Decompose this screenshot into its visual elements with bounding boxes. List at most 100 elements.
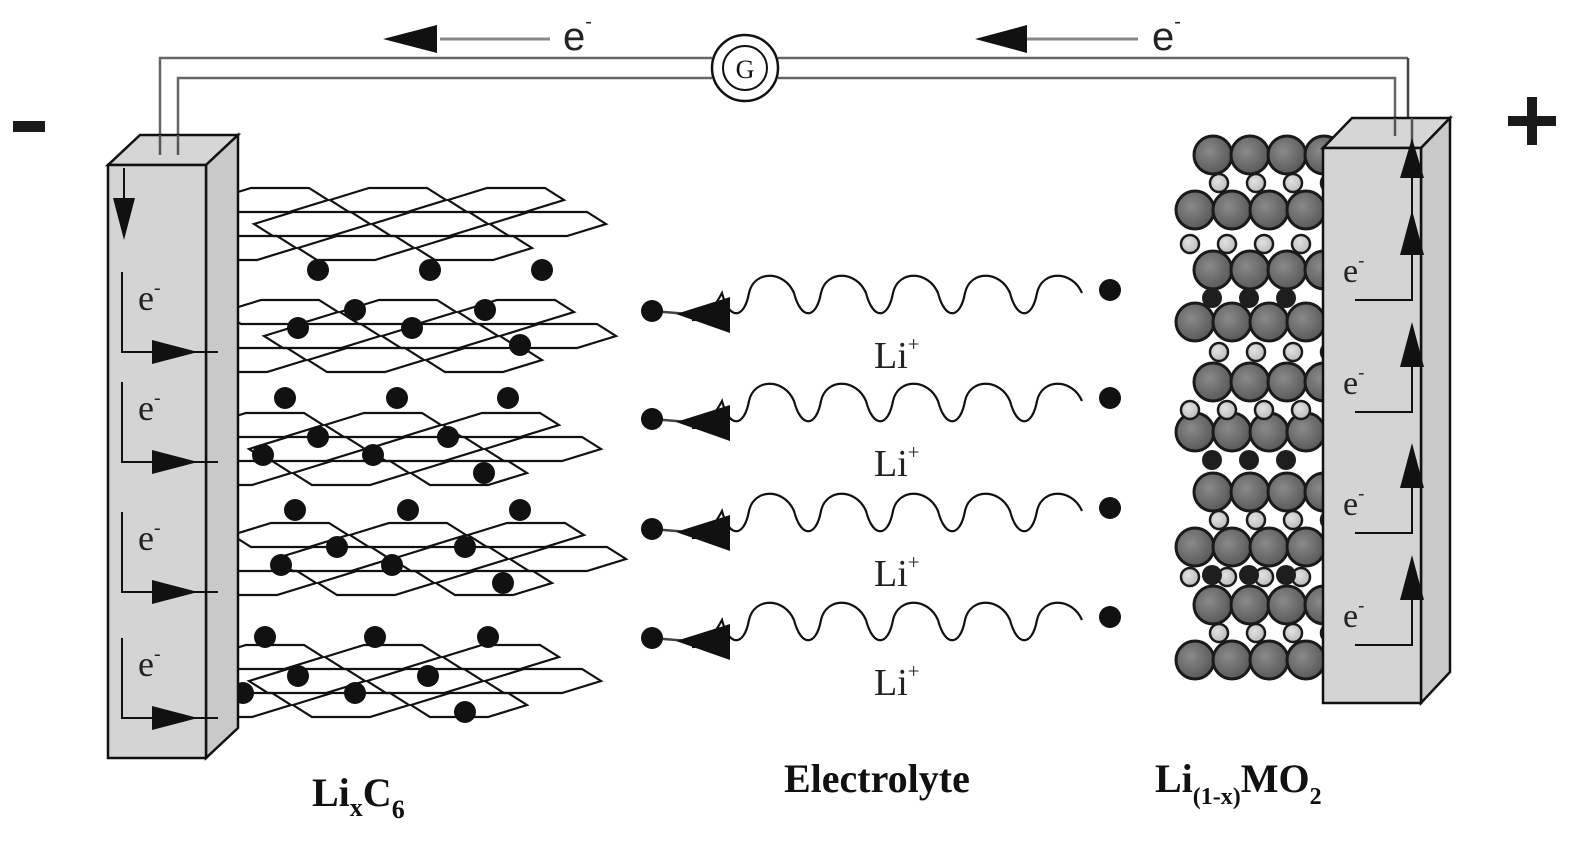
electron-flow-arrowhead (383, 25, 437, 53)
lithium-atom (1245, 341, 1267, 363)
lithium-atom (1282, 172, 1304, 194)
graphene-hexagon (440, 411, 562, 439)
lithium-ion (477, 626, 499, 648)
lithium-atom (1245, 622, 1267, 644)
graphene-hexagon (482, 435, 604, 463)
lithium-ion (454, 536, 476, 558)
graphene-hexagon (482, 667, 604, 695)
lithium-atom (1179, 233, 1201, 255)
oxygen-atom (1174, 526, 1216, 568)
graphene-hexagon (445, 186, 567, 214)
anode-label: LixC6 (312, 770, 405, 824)
collector-side-face (1419, 114, 1452, 707)
lithium-ion (307, 259, 329, 281)
oxygen-atom (1229, 584, 1271, 626)
electron-label: e- (138, 643, 161, 684)
lithium-ion (454, 701, 476, 723)
wavy-ion-trajectory (691, 492, 1084, 540)
lithium-atom (1282, 622, 1304, 644)
metal-atom (1276, 450, 1296, 470)
oxygen-atom (1229, 134, 1271, 176)
li-ion-path: Li+ (641, 492, 1121, 595)
lithium-ion (307, 426, 329, 448)
lithium-ion (344, 299, 366, 321)
metal-atom (1276, 565, 1296, 585)
anode-graphite-layers (172, 186, 629, 723)
graphene-hexagon (322, 643, 444, 671)
lithium-ion (401, 317, 423, 339)
lithium-ion-arrived (641, 408, 663, 430)
lithium-ion (364, 626, 386, 648)
lithium-ion (287, 665, 309, 687)
oxygen-atom (1266, 471, 1308, 513)
electron-label: e- (563, 11, 592, 59)
oxygen-atom (1192, 249, 1234, 291)
plus-horizontal (1508, 116, 1556, 126)
electron-right-arrowhead (152, 340, 198, 364)
lithium-ion (386, 387, 408, 409)
electron-label: e- (138, 517, 161, 558)
lithium-atom (1216, 399, 1238, 421)
li-ion-label: Li+ (874, 659, 920, 704)
lithium-ion-arrived (641, 300, 663, 322)
metal-atom (1202, 565, 1222, 585)
external-electron-flow-right: e- (975, 11, 1181, 59)
oxygen-atom (1229, 361, 1271, 403)
lithium-atom (1245, 172, 1267, 194)
electron-flow-arrowhead (975, 25, 1027, 53)
negative-terminal-sign (13, 121, 45, 132)
graphene-hexagon (261, 322, 383, 350)
oxygen-atom (1174, 301, 1216, 343)
wavy-ion-trajectory (691, 601, 1084, 649)
ion-arrowhead (676, 297, 730, 333)
oxygen-atom (1192, 471, 1234, 513)
graphene-hexagon (440, 643, 562, 671)
oxygen-atom (1192, 361, 1234, 403)
graphene-hexagon (408, 691, 530, 719)
metal-atom (1276, 288, 1296, 308)
graphene-layer (187, 298, 619, 374)
wavy-ion-trajectory (691, 382, 1084, 430)
electron-up-arrowhead (1400, 322, 1424, 367)
electron-label: e- (1343, 251, 1364, 290)
lithium-ion-arrived (641, 518, 663, 540)
galvanometer: G (710, 33, 780, 103)
graphene-hexagon (327, 186, 449, 214)
lithium-ion (437, 426, 459, 448)
lithium-ion (474, 299, 496, 321)
li-ion-path: Li+ (641, 601, 1121, 704)
cathode-electron-arrow: e- (1343, 555, 1424, 646)
li-ion-path: Li+ (641, 382, 1121, 485)
oxygen-atom (1285, 526, 1327, 568)
oxygen-atom (1248, 526, 1290, 568)
graphene-hexagon (295, 234, 417, 262)
lithium-atom (1282, 509, 1304, 531)
lithium-atom (1290, 233, 1312, 255)
lithium-ion (419, 259, 441, 281)
metal-atom (1202, 450, 1222, 470)
lithium-ion (287, 317, 309, 339)
lithium-atom (1208, 622, 1230, 644)
graphene-layer (177, 186, 609, 262)
oxygen-atom (1211, 639, 1253, 681)
oxygen-atom (1285, 639, 1327, 681)
lithium-atom (1208, 509, 1230, 531)
ion-arrowhead (676, 515, 730, 551)
ion-arrowhead (676, 624, 730, 660)
lithium-ion-departing (1099, 606, 1121, 628)
lithium-ion-departing (1099, 387, 1121, 409)
cathode-lattice (1174, 134, 1345, 681)
graphene-hexagon (465, 521, 587, 549)
li-ion-path: Li+ (641, 274, 1121, 377)
lithium-atom (1179, 566, 1201, 588)
cathode-current-collector: e-e-e-e- (1320, 114, 1453, 707)
lithium-ion (274, 387, 296, 409)
graphene-hexagon (305, 346, 427, 374)
wire-outer-left (158, 56, 712, 160)
wire-inner-left (176, 76, 712, 155)
anode-electron-arrow: e- (121, 272, 218, 364)
wavy-ion-trajectory (691, 274, 1084, 322)
oxygen-atom (1285, 301, 1327, 343)
graphene-hexagon (507, 545, 629, 573)
